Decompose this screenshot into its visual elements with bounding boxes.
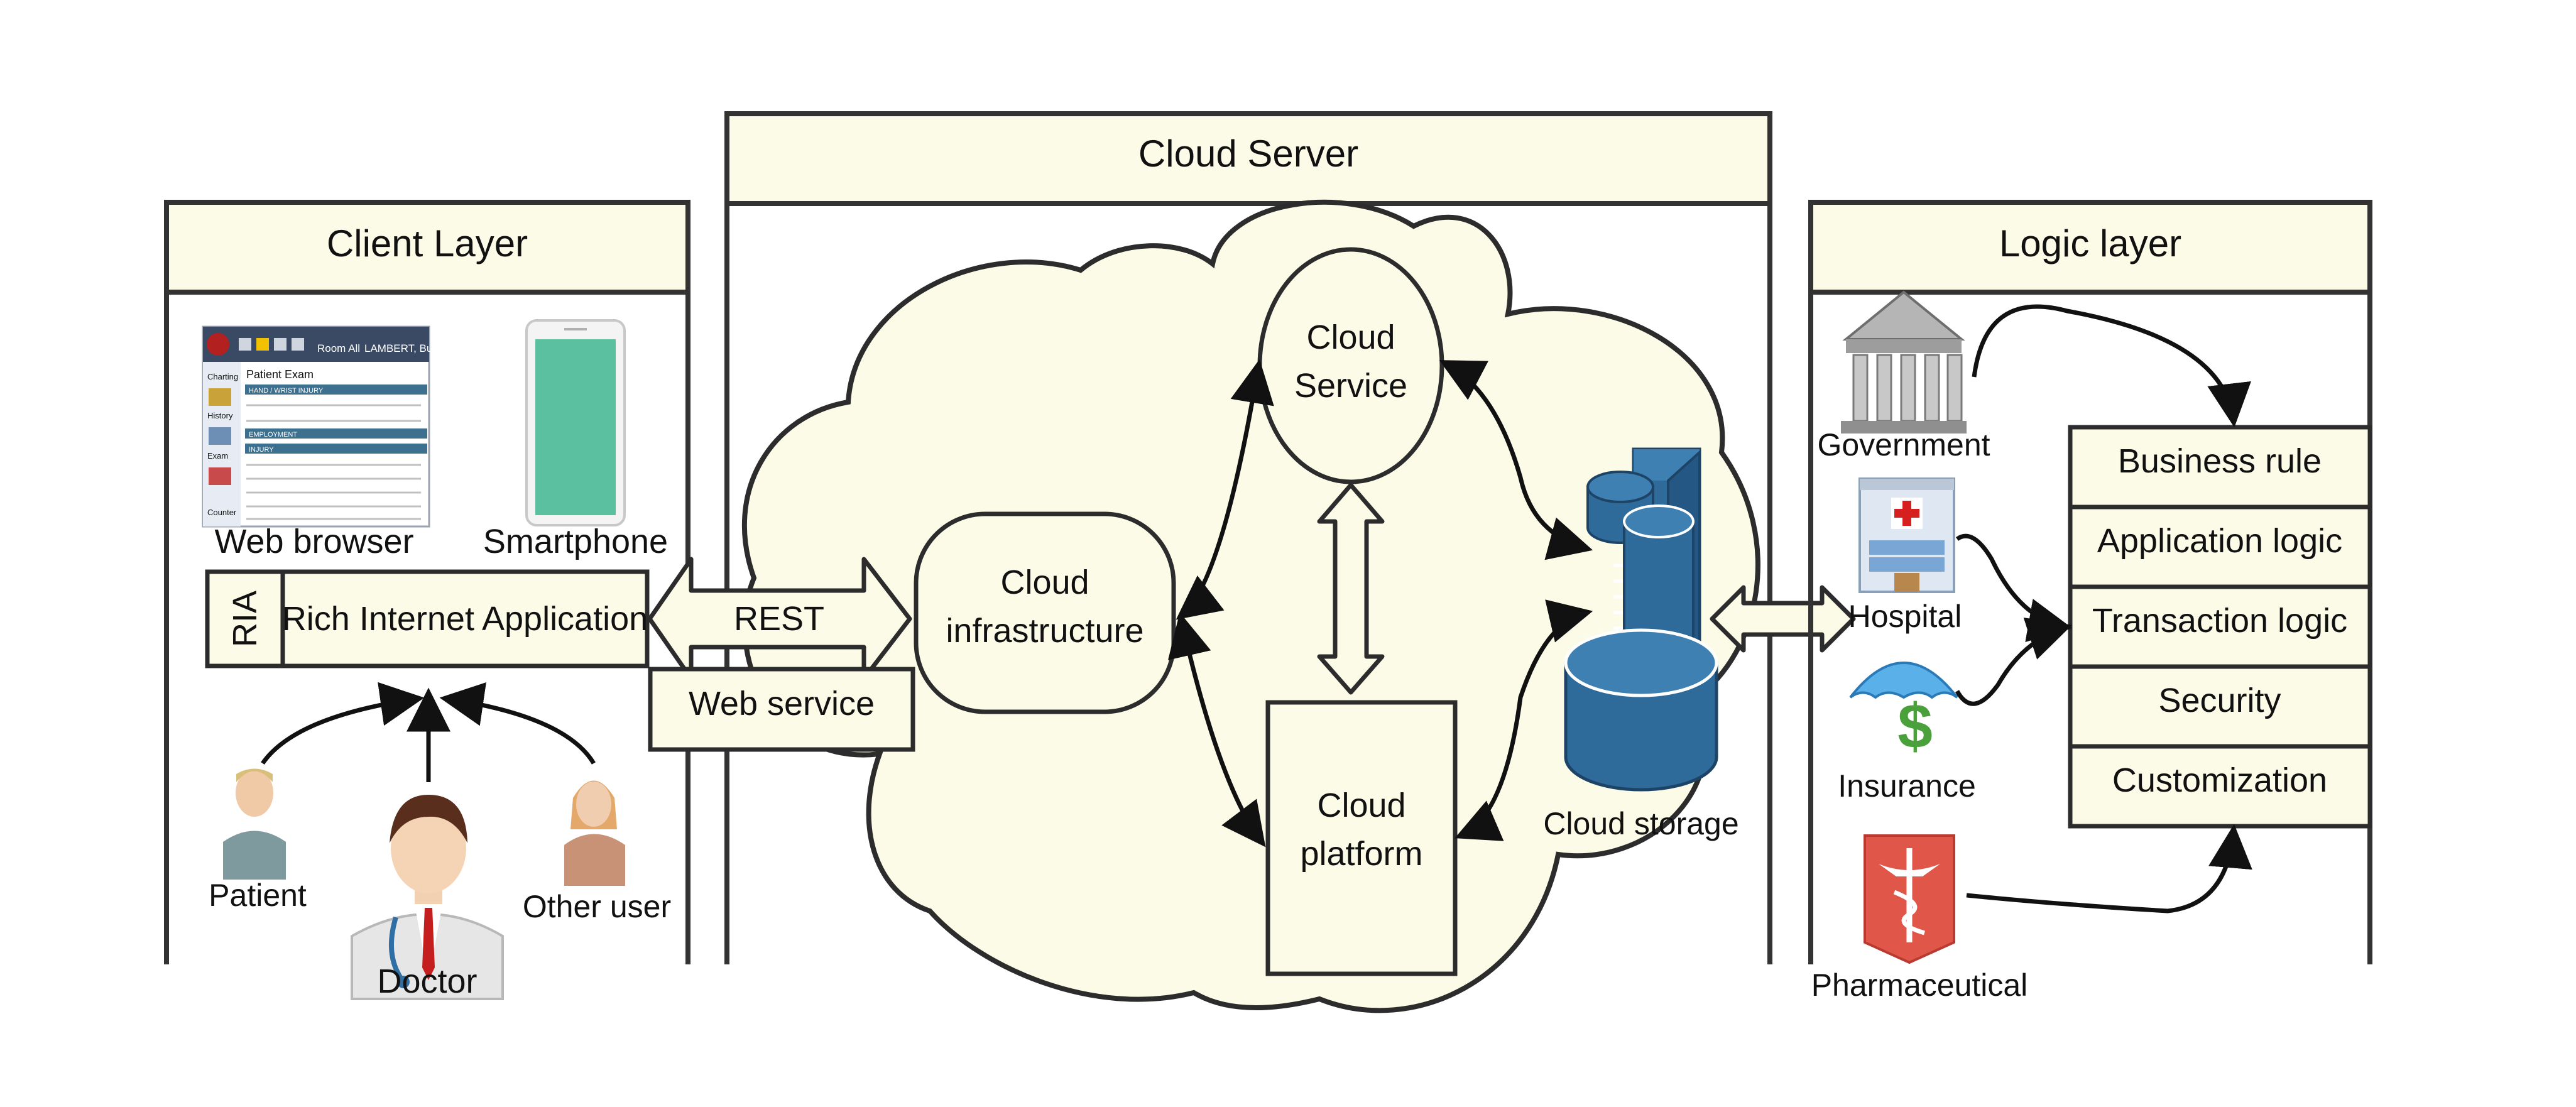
other-user-label: Other user bbox=[523, 889, 671, 924]
other-user-avatar-icon bbox=[564, 780, 625, 886]
web-service-box bbox=[648, 667, 915, 752]
rest-double-arrow bbox=[647, 557, 912, 681]
cloud-infrastructure-label-1: Cloud bbox=[1000, 564, 1089, 601]
cloud-server-panel: Cloud Server bbox=[724, 111, 1772, 964]
ria-full-name: Rich Internet Application bbox=[282, 600, 648, 638]
service-platform-double-arrow bbox=[1317, 483, 1385, 695]
svg-text:$: $ bbox=[1897, 691, 1933, 761]
customization-label: Customization bbox=[2112, 761, 2327, 799]
service-storage-arrow bbox=[1439, 360, 1593, 560]
smartphone-icon bbox=[525, 319, 626, 526]
logic-layer-panel: Logic layer bbox=[1808, 200, 2372, 964]
insurance-to-transaction-arrow bbox=[1955, 618, 2072, 706]
client-layer-title: Client Layer bbox=[327, 222, 528, 264]
logic-stack: Business rule Application logic Transact… bbox=[2068, 425, 2372, 829]
government-building-icon bbox=[1841, 290, 1967, 434]
cloud-storage-label: Cloud storage bbox=[1543, 806, 1738, 841]
insurance-umbrella-icon: $ bbox=[1849, 662, 1958, 761]
hospital-building-icon bbox=[1858, 477, 1955, 593]
browser-sidebar-exam: Exam bbox=[207, 451, 228, 461]
browser-sidebar-history: History bbox=[207, 411, 233, 420]
platform-storage-arrow bbox=[1454, 599, 1593, 841]
rest-label: REST bbox=[734, 600, 824, 638]
web-browser-label: Web browser bbox=[214, 523, 413, 560]
storage-logic-double-arrow bbox=[1710, 585, 1856, 653]
hospital-label: Hospital bbox=[1848, 599, 1962, 634]
ria-box: RIA Rich Internet Application bbox=[205, 569, 650, 668]
ria-abbreviation: RIA bbox=[226, 591, 264, 647]
browser-form-title: Patient Exam bbox=[246, 368, 314, 381]
hospital-to-transaction-arrow bbox=[1955, 533, 2073, 642]
patient-avatar-icon bbox=[223, 768, 286, 880]
web-service-label: Web service bbox=[689, 685, 875, 723]
browser-sidebar-counter: Counter bbox=[207, 508, 237, 517]
browser-sidebar-charting: Charting bbox=[207, 372, 238, 381]
browser-section-1: HAND / WRIST INJURY bbox=[249, 387, 324, 395]
patient-to-ria-arrow bbox=[261, 682, 425, 765]
doctor-avatar-icon bbox=[351, 795, 504, 1000]
cloud-storage-icon bbox=[1564, 447, 1718, 792]
transaction-logic-label: Transaction logic bbox=[2092, 602, 2347, 640]
browser-toolbar-room: Room All bbox=[317, 342, 360, 354]
browser-toolbar-user: LAMBERT, Bud 3G bbox=[364, 342, 456, 354]
app-logo-icon bbox=[207, 333, 229, 356]
patient-label: Patient bbox=[209, 878, 307, 913]
logic-layer-title: Logic layer bbox=[1999, 222, 2181, 264]
web-browser-screenshot: Room All LAMBERT, Bud 3G Charting Histor… bbox=[202, 325, 456, 528]
government-label: Government bbox=[1817, 427, 1990, 462]
security-label: Security bbox=[2158, 682, 2281, 719]
pharmaceutical-to-customization-arrow bbox=[1966, 824, 2252, 913]
insurance-label: Insurance bbox=[1838, 768, 1976, 804]
cloud-service-label-2: Service bbox=[1294, 367, 1407, 405]
business-rule-label: Business rule bbox=[2118, 442, 2322, 480]
cloud-infrastructure-label-2: infrastructure bbox=[946, 612, 1143, 650]
infra-service-arrow bbox=[1176, 359, 1274, 620]
cloud-platform-label-2: platform bbox=[1300, 835, 1422, 873]
cloud-server-title: Cloud Server bbox=[1138, 133, 1358, 175]
infra-platform-arrow bbox=[1168, 612, 1266, 848]
cloud-platform-label-1: Cloud bbox=[1317, 787, 1405, 824]
pharmaceutical-caduceus-icon bbox=[1864, 834, 1955, 964]
cloud-service-label-1: Cloud bbox=[1306, 319, 1395, 356]
client-layer-panel: Client Layer bbox=[164, 200, 690, 964]
application-logic-label: Application logic bbox=[2097, 522, 2342, 560]
browser-section-2: EMPLOYMENT bbox=[249, 431, 297, 439]
doctor-label: Doctor bbox=[377, 962, 477, 1000]
pharmaceutical-label: Pharmaceutical bbox=[1811, 968, 2028, 1003]
other-user-to-ria-arrow bbox=[439, 682, 596, 765]
government-to-business-rule-arrow bbox=[1972, 304, 2251, 428]
cloud-platform-node bbox=[1265, 700, 1458, 976]
cloud-service-node bbox=[1257, 247, 1444, 484]
smartphone-label: Smartphone bbox=[483, 523, 668, 560]
browser-section-3: INJURY bbox=[249, 446, 274, 454]
